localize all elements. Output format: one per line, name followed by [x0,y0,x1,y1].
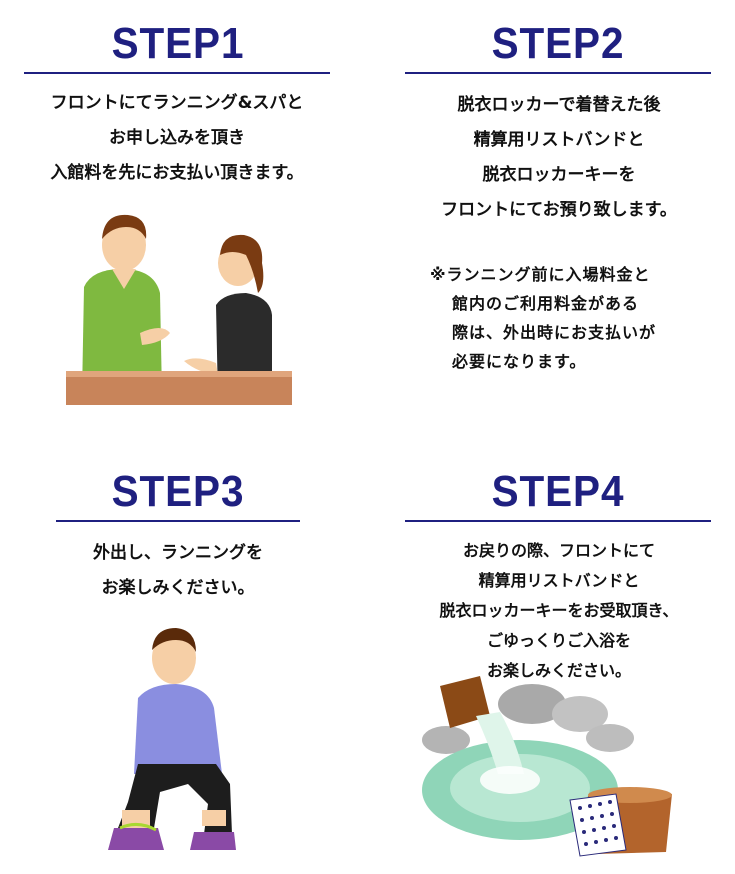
step2-note-line: 館内のご利用料金がある [452,294,640,313]
step3-line: お楽しみください。 [101,578,255,598]
step1-divider [24,72,330,74]
step2-divider [405,72,711,74]
step4-line: 精算用リストバンドと [478,571,640,590]
step1-line: お申し込みを頂き [109,128,245,148]
step1-line: フロントにてランニング&スパと [50,93,304,113]
step2-note-line: ※ランニング前に入場料金と [430,265,651,284]
step2-line: 精算用リストバンドと [473,130,645,150]
step4-description: お戻りの際、フロントにて 精算用リストバンドと 脱衣ロッカーキーをお受取頂き、 … [398,536,720,686]
step4-line: 脱衣ロッカーキーをお受取頂き、 [439,601,679,620]
step3-divider [56,520,300,522]
step2-line: 脱衣ロッカーキーを [482,165,636,185]
step2-note-line: 際は、外出時にお支払いが [452,323,657,342]
step3-line: 外出し、ランニングを [93,543,263,563]
front-desk-reception-illustration [66,214,292,405]
step1-description: フロントにてランニング&スパと お申し込みを頂き 入館料を先にお支払い頂きます。 [14,86,340,191]
front-counter [66,373,292,405]
step2-line: 脱衣ロッカーで着替えた後 [457,95,661,115]
staff-man [82,214,170,395]
step4-divider [405,520,711,522]
step4-line: お楽しみください。 [486,661,631,680]
step1-title: STEP1 [111,19,245,68]
runner-tying-shoes-illustration [108,628,236,850]
hot-spring-bath-illustration [422,676,672,857]
step2-line: フロントにてお預り致します。 [441,200,677,220]
step3-description: 外出し、ランニングを お楽しみください。 [40,536,316,606]
step2-note-line: 必要になります。 [452,352,587,371]
step3-title: STEP3 [111,467,245,516]
step2-title: STEP2 [491,19,625,68]
step4-line: お戻りの際、フロントにて [462,541,655,560]
step4-title: STEP4 [491,467,625,516]
step2-note: ※ランニング前に入場料金と 館内のご利用料金がある 際は、外出時にお支払いが 必… [430,260,720,376]
step4-line: ごゆっくりご入浴を [486,631,631,650]
step1-line: 入館料を先にお支払い頂きます。 [50,163,304,183]
step2-description: 脱衣ロッカーで着替えた後 精算用リストバンドと 脱衣ロッカーキーを フロントにて… [398,88,720,228]
